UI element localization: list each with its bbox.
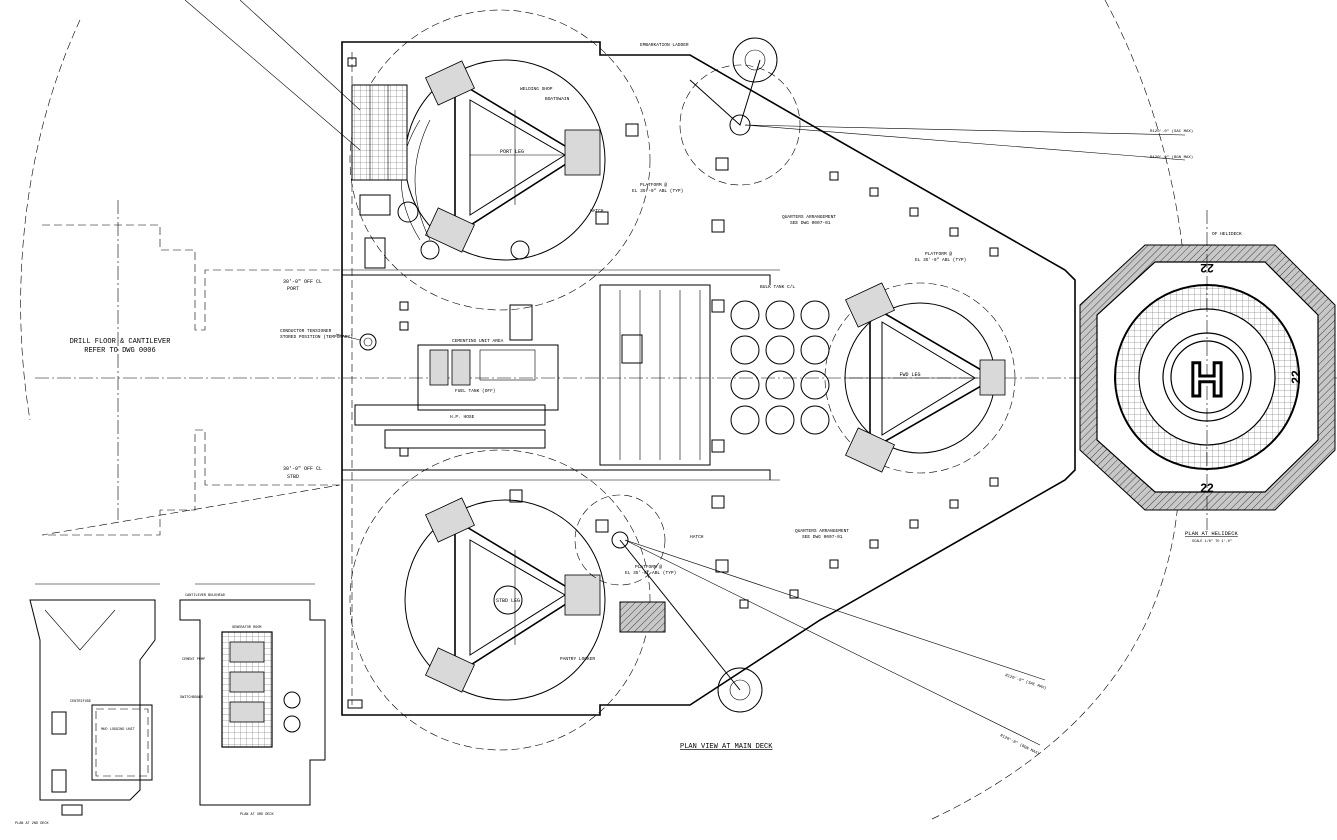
embarkation-label: EMBARKATION LADDER	[640, 42, 689, 48]
leader-line-1	[184, 0, 361, 151]
detail-2nd-deck	[29, 583, 160, 816]
stbd-leg-assembly	[349, 449, 651, 751]
quarters-bottom-ref: SEE DWG 0007-01	[802, 534, 843, 540]
detail-mid-gen: GENERATOR ROOM	[232, 626, 261, 630]
detail-left-centrifuge: CENTRIFUGE	[70, 700, 91, 704]
detail-left-mud: MUD LOGGING UNIT	[101, 728, 135, 732]
helideck-h-mark: H	[1190, 354, 1225, 407]
dim-bot-2: R120'-0" (BGN MAX)	[999, 733, 1040, 756]
conductor-tensioner	[335, 333, 377, 351]
cementing-label: CEMENTING UNIT AREA	[452, 338, 504, 344]
conductor-label-2: STORED POSITION (TEMPORARY)	[280, 334, 353, 340]
detail-mid-pump: CEMENT PUMP	[182, 658, 205, 662]
stbd-offset-sub: STBD	[287, 474, 299, 480]
stbd-leg-label: STBD LEG	[496, 598, 520, 604]
cementing-area	[354, 304, 559, 449]
quarters-bottom-label: QUARTERS ARRANGEMENT	[795, 528, 849, 534]
detail-mid-title: PLAN AT 3RD DECK	[240, 813, 275, 817]
helideck-scale: SCALE 1/8" TO 1'-0"	[1192, 539, 1232, 544]
port-offset-label: 30'-0" OFF CL	[283, 279, 322, 285]
platform-top-label: PLATFORM @	[640, 182, 667, 188]
hatch-top-label: HATCH	[590, 208, 604, 214]
helideck-title: PLAN AT HELIDECK	[1185, 530, 1239, 537]
drill-floor-ref: REFER TO DWG 0006	[84, 347, 155, 355]
bulk-tank-cl-label: BULK TANK C/L	[760, 284, 795, 290]
boatswain-label: BOATSWAIN	[545, 96, 570, 102]
helideck-centerline-label: OF HELIDECK	[1212, 231, 1242, 237]
platform-bottom-label: PLATFORM @	[635, 564, 662, 570]
helideck-number-right: 22	[1289, 370, 1303, 384]
mud-tank-grid	[351, 84, 530, 269]
main-deck-title: PLAN VIEW AT MAIN DECK	[680, 743, 773, 751]
top-crane-assembly	[679, 37, 1186, 186]
stbd-offset-label: 30'-0" OFF CL	[283, 466, 322, 472]
dim-top-2: R120'-0" (BGN MAX)	[1150, 155, 1193, 160]
platform-bottom-el: EL 35'-0" ABL (TYP)	[625, 570, 676, 576]
drill-floor-outline	[41, 224, 341, 536]
platform-top-el: EL 35'-0" ABL (TYP)	[632, 188, 683, 194]
helideck	[1079, 210, 1336, 530]
platform-right-label: PLATFORM @	[925, 251, 952, 257]
bulk-tanks	[730, 300, 830, 435]
hp-hose-label: H.P. HOSE	[450, 414, 475, 420]
helideck-number-bottom: 22	[1200, 481, 1214, 495]
fuel-tank-label: FUEL TANK (OFF)	[455, 388, 496, 394]
port-offset-sub: PORT	[287, 286, 299, 292]
helideck-number-top: 22	[1200, 261, 1214, 275]
detail-left-title: PLAN AT 2ND DECK	[15, 822, 50, 826]
detail-mid-top: CANTILEVER BULKHEAD	[185, 594, 225, 598]
quarters-top-label: QUARTERS ARRANGEMENT	[782, 214, 836, 220]
outer-swing-arcs	[20, 0, 1188, 821]
fwd-leg-assembly	[824, 282, 1016, 474]
drill-floor-label: DRILL FLOOR & CANTILEVER	[70, 338, 172, 346]
detail-3rd-deck	[179, 583, 326, 806]
dim-bot-1: R120'-0" (SAC MAX)	[1004, 673, 1047, 691]
welding-shop-label: WELDING SHOP	[520, 86, 553, 92]
bottom-crane-assembly	[574, 494, 1046, 746]
detail-mid-switch: SWITCHBOARD	[180, 696, 203, 700]
platform-right-el: EL 35'-0" ABL (TYP)	[915, 257, 966, 263]
port-leg-label: PORT LEG	[500, 149, 524, 155]
pipe-rack	[599, 284, 711, 466]
dim-top-1: R120'-0" (SAC MAX)	[1150, 129, 1193, 134]
fwd-leg-label: FWD LEG	[899, 372, 920, 378]
equipment-markers	[347, 57, 999, 709]
conductor-label: CONDUCTOR TENSIONER	[280, 328, 332, 334]
leader-line-2	[239, 0, 361, 111]
hatch-bottom-label: HATCH	[690, 534, 704, 540]
pantry-label: PANTRY LOCKER	[560, 656, 595, 662]
port-leg-assembly	[349, 9, 651, 311]
quarters-top-ref: SEE DWG 0007-01	[790, 220, 831, 226]
